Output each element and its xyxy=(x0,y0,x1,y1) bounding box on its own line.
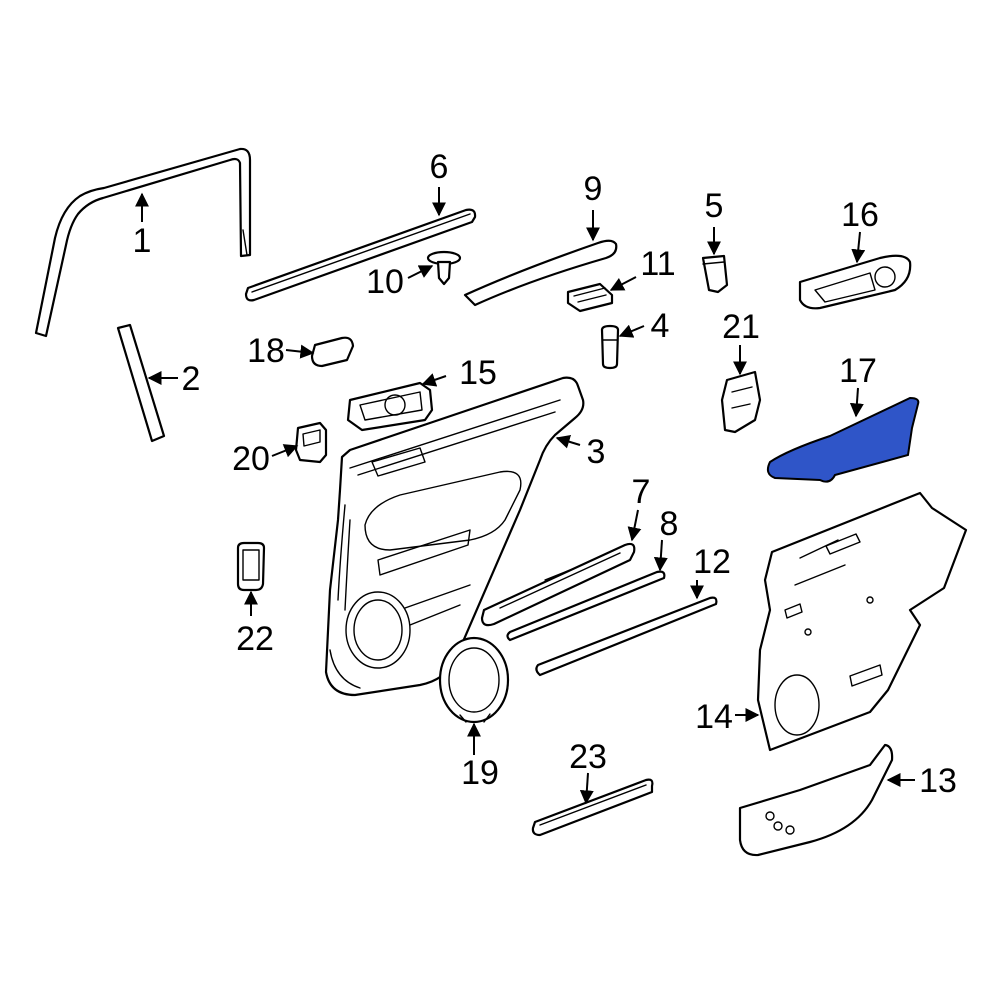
part-1-window-channel[interactable] xyxy=(34,147,252,338)
part-13-lower-trim[interactable] xyxy=(738,743,894,857)
part-15-handle-bezel[interactable] xyxy=(346,381,434,432)
callout-20: 20 xyxy=(232,440,270,478)
part-4-clip-cylinder[interactable] xyxy=(600,324,620,370)
callout-17: 17 xyxy=(839,352,877,390)
callout-9: 9 xyxy=(584,170,603,208)
callout-4: 4 xyxy=(651,307,670,345)
callout-12: 12 xyxy=(693,543,731,581)
callout-14: 14 xyxy=(695,698,733,736)
callout-6: 6 xyxy=(430,148,449,186)
callout-11: 11 xyxy=(640,245,675,283)
callout-7: 7 xyxy=(632,473,651,511)
leader-lines xyxy=(135,187,915,805)
callout-labels: 1 2 3 4 5 6 7 8 9 10 11 12 13 14 15 16 1… xyxy=(133,148,957,800)
part-20-switch[interactable] xyxy=(294,421,328,464)
part-18-cover[interactable] xyxy=(310,336,355,368)
part-3-door-panel[interactable] xyxy=(324,376,585,697)
callout-21: 21 xyxy=(722,308,760,346)
part-21-lock-bracket[interactable] xyxy=(720,370,762,434)
part-2-trim-strip[interactable] xyxy=(116,323,166,443)
callout-10: 10 xyxy=(366,263,404,301)
part-9-molding[interactable] xyxy=(463,239,618,307)
part-11-bracket[interactable] xyxy=(566,282,614,313)
part-8-trim-strip[interactable] xyxy=(506,570,666,642)
part-23-sill-trim[interactable] xyxy=(531,778,654,837)
callout-22: 22 xyxy=(236,620,274,658)
part-19-speaker-ring[interactable] xyxy=(438,636,510,724)
callout-8: 8 xyxy=(660,505,679,543)
callout-18: 18 xyxy=(247,332,285,370)
callout-15: 15 xyxy=(459,354,497,392)
part-6-belt-molding[interactable] xyxy=(244,208,477,302)
callout-13: 13 xyxy=(919,762,957,800)
part-17-armrest-pad[interactable] xyxy=(766,396,920,483)
part-7-armrest-strip[interactable] xyxy=(480,542,636,627)
part-22-window-switch[interactable] xyxy=(236,541,266,592)
part-12-trim-strip[interactable] xyxy=(535,596,718,677)
callout-23: 23 xyxy=(569,738,607,776)
callout-16: 16 xyxy=(841,196,879,234)
callout-2: 2 xyxy=(182,360,201,398)
part-16-inside-handle[interactable] xyxy=(798,254,912,310)
part-14-inner-panel[interactable] xyxy=(756,491,968,752)
part-5-clip[interactable] xyxy=(701,254,729,294)
callout-5: 5 xyxy=(705,187,724,225)
callout-1: 1 xyxy=(133,222,152,260)
part-10-push-pin[interactable] xyxy=(426,250,462,286)
callout-3: 3 xyxy=(587,433,606,471)
callout-19: 19 xyxy=(461,754,499,792)
